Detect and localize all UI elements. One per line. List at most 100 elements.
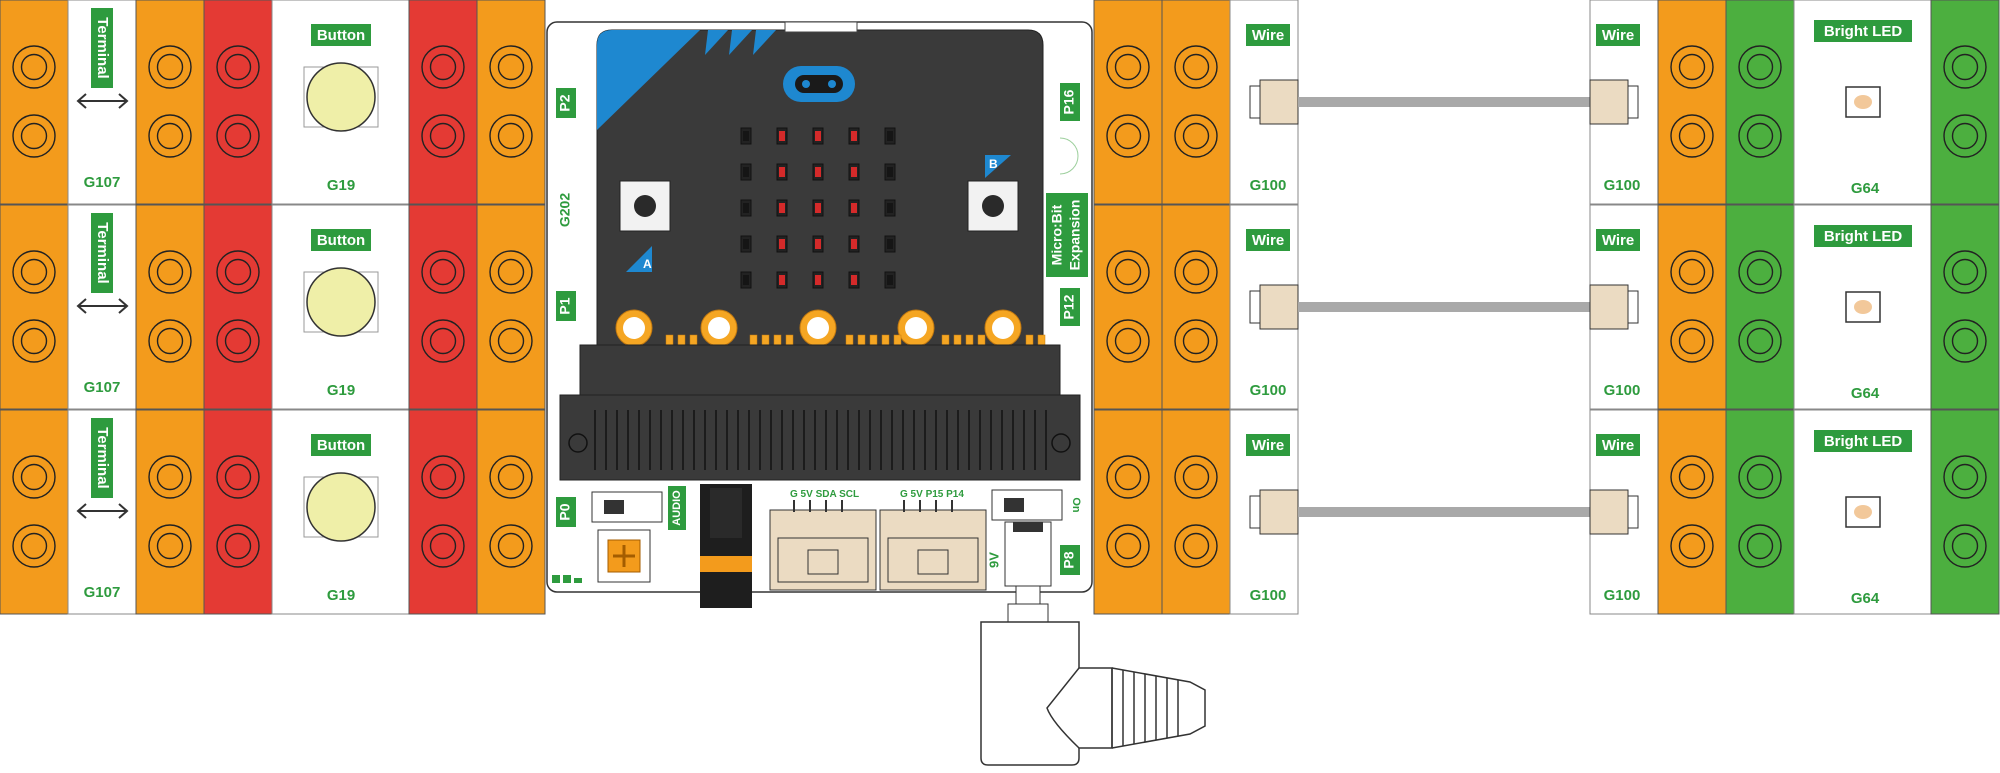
wire-label-bg <box>1246 24 1290 46</box>
wire-connector <box>1259 489 1299 535</box>
row-3-left: Terminal G107 Button G19 <box>0 409 546 615</box>
pin-label-p0: P0 <box>557 503 573 520</box>
double-arrow-icon <box>76 93 129 109</box>
dc-power-plug <box>980 621 1080 766</box>
wire-cable <box>1298 302 1590 312</box>
red-brick <box>408 409 478 615</box>
led-label: Bright LED <box>1824 228 1902 245</box>
audio-jack-ring <box>700 556 752 572</box>
wire-label: Wire <box>1252 27 1284 44</box>
orange-brick <box>1161 0 1231 205</box>
wire-connector <box>1259 79 1299 125</box>
led-lens <box>1854 505 1872 519</box>
dc-plug-strain-relief <box>1111 667 1206 749</box>
microbit-stripe <box>729 30 752 55</box>
button-label: Button <box>317 232 365 249</box>
orange-brick <box>1161 204 1231 410</box>
edge-connector-slot <box>559 394 1081 481</box>
red-brick <box>203 204 273 410</box>
terminal-label-bg <box>91 418 113 498</box>
pin-label-p1: P1 <box>557 297 573 314</box>
orange-brick <box>1657 409 1727 615</box>
terminal-code: G107 <box>84 174 121 191</box>
green-brick <box>1930 409 2000 615</box>
board-title-bg <box>1046 193 1088 277</box>
audio-label-bg <box>668 486 686 530</box>
orange-brick <box>0 204 69 410</box>
led-matrix <box>740 127 896 289</box>
gpio-header <box>879 500 987 591</box>
terminal-label-bg <box>91 8 113 88</box>
terminal-label: Terminal <box>94 427 111 488</box>
power-on-label: On <box>1070 497 1082 513</box>
row-2-left: Terminal G107 Button G19 <box>0 204 546 410</box>
orange-brick <box>1093 409 1163 615</box>
edge-connector-top <box>579 344 1061 396</box>
button-a-label: A <box>643 257 652 271</box>
button-b-marker-icon <box>985 155 1011 178</box>
audio-switch[interactable] <box>591 491 663 523</box>
wire-label-bg <box>1246 229 1290 251</box>
dc-jack <box>1004 521 1052 587</box>
pin-label-bg <box>1060 83 1080 121</box>
wire-label-bg <box>1596 24 1640 46</box>
terminal-label: Terminal <box>94 17 111 78</box>
pin-label-p12: P12 <box>1061 294 1077 319</box>
orange-brick <box>476 0 546 205</box>
microbit-corner-accent <box>597 30 700 130</box>
wire-code: G100 <box>1604 177 1641 194</box>
terminal-code: G107 <box>84 379 121 396</box>
pin-label-bg <box>556 291 576 321</box>
double-arrow-icon <box>76 503 129 519</box>
green-brick <box>1930 204 2000 410</box>
led-code: G64 <box>1851 590 1880 607</box>
orange-brick <box>1657 204 1727 410</box>
push-button-cap <box>306 62 376 132</box>
led-label-bg <box>1814 225 1912 247</box>
button-code: G19 <box>327 587 355 604</box>
wire-label: Wire <box>1252 437 1284 454</box>
pin-label-bg <box>1060 545 1080 575</box>
wire-cable <box>1298 507 1590 517</box>
red-brick <box>408 204 478 410</box>
row-1-left: Terminal G107 Button G19 <box>0 0 546 205</box>
wire-code: G100 <box>1250 177 1287 194</box>
wire-label: Wire <box>1252 232 1284 249</box>
microbit-stripe <box>705 30 728 55</box>
wire-connector <box>1589 489 1629 535</box>
led-lens <box>1854 300 1872 314</box>
wire-label-bg <box>1596 434 1640 456</box>
red-brick <box>203 409 273 615</box>
header1-label: G 5V SDA SCL <box>790 489 859 500</box>
terminal-label-bg <box>91 213 113 293</box>
i2c-header <box>769 500 877 591</box>
button-label-bg <box>311 434 371 456</box>
wire-connector <box>1589 284 1629 330</box>
wire-cable <box>1298 97 1590 107</box>
orange-brick <box>0 409 69 615</box>
orange-brick <box>1093 204 1163 410</box>
mount-screw-icon <box>1051 433 1071 453</box>
push-button-cap <box>306 472 376 542</box>
wire-code: G100 <box>1250 587 1287 604</box>
button-label-bg <box>311 24 371 46</box>
button-label: Button <box>317 437 365 454</box>
orange-brick <box>1161 409 1231 615</box>
button-a-cap <box>634 195 656 217</box>
left-modules: Terminal G107 Button G19 Termi <box>0 0 546 615</box>
wire-label-bg <box>1246 434 1290 456</box>
wire-label: Wire <box>1602 232 1634 249</box>
power-switch[interactable] <box>991 489 1063 521</box>
usb-port <box>784 21 858 33</box>
pin-label-p16: P16 <box>1061 89 1077 114</box>
push-button-cap <box>306 267 376 337</box>
power-voltage-label: 9V <box>986 552 1001 568</box>
led-label-bg <box>1814 20 1912 42</box>
wire-code: G100 <box>1604 382 1641 399</box>
power-switch-knob <box>1004 498 1024 512</box>
wire-code: G100 <box>1250 382 1287 399</box>
led-label: Bright LED <box>1824 23 1902 40</box>
pin-label-bg <box>556 497 576 527</box>
